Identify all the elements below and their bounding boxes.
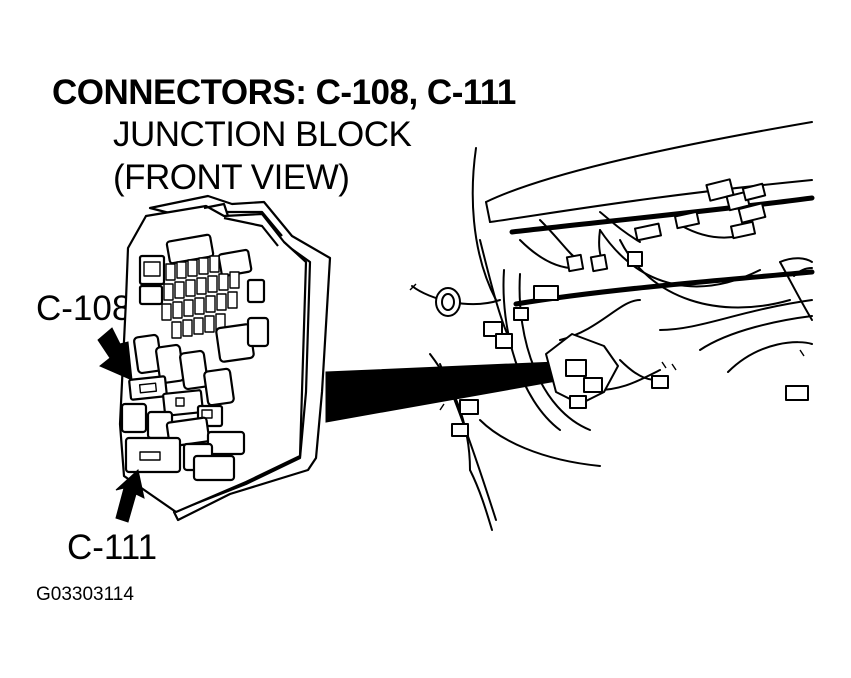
diagram-subtitle-line-2: (FRONT VIEW) <box>113 158 350 197</box>
wire-ticks <box>409 283 805 411</box>
connector-label-c111: C-111 <box>67 528 158 567</box>
diagram-subtitle-line-1: JUNCTION BLOCK <box>113 115 412 154</box>
arrow-to-c111 <box>115 469 145 523</box>
diagram-title: CONNECTORS: C-108, C-111 <box>52 73 516 112</box>
figure-id: G03303114 <box>36 584 134 605</box>
arrow-to-c108 <box>97 327 133 381</box>
dashboard-view <box>411 121 815 531</box>
junction-block <box>118 194 332 522</box>
connector-label-c108: C-108 <box>36 289 132 328</box>
